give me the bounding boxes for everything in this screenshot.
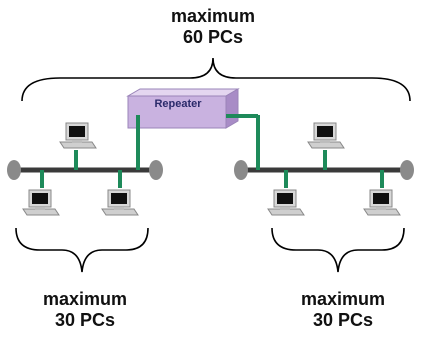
left-max-label: maximum 30 PCs <box>10 289 160 331</box>
pc-right-bottom-2 <box>363 189 401 216</box>
right-max-line1: maximum <box>300 289 386 309</box>
left-bracket <box>15 227 149 273</box>
right-max-line2: 30 PCs <box>312 310 374 330</box>
right-terminator-right <box>400 160 414 180</box>
top-bracket <box>21 57 411 102</box>
pc-left-bottom-2 <box>101 189 139 216</box>
top-max-line1: maximum <box>170 6 256 26</box>
right-terminator-left <box>234 160 248 180</box>
left-terminator-left <box>7 160 21 180</box>
left-max-line1: maximum <box>42 289 128 309</box>
pc-left-top <box>59 122 97 149</box>
right-bracket <box>271 227 405 273</box>
left-terminator-right <box>149 160 163 180</box>
repeater-label: Repeater <box>154 98 202 110</box>
repeater-top <box>126 88 240 97</box>
top-max-label: maximum 60 PCs <box>138 6 288 48</box>
right-max-label: maximum 30 PCs <box>268 289 418 331</box>
top-max-line2: 60 PCs <box>182 27 244 47</box>
pc-left-bottom-1 <box>22 189 60 216</box>
pc-right-top <box>307 122 345 149</box>
pc-right-bottom-1 <box>267 189 305 216</box>
repeater-box <box>127 95 227 129</box>
left-max-line2: 30 PCs <box>54 310 116 330</box>
